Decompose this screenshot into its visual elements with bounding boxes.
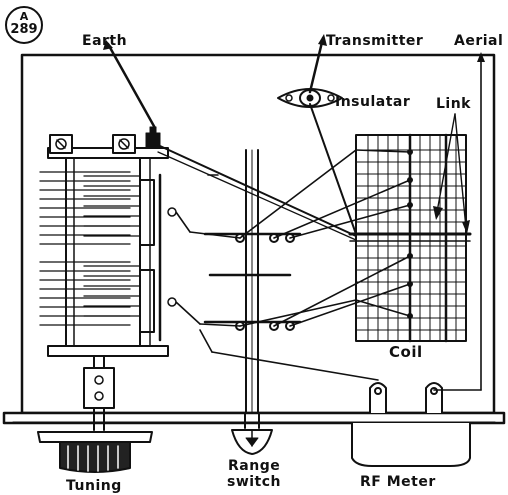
label-coil: Coil bbox=[389, 343, 423, 361]
wiring bbox=[103, 34, 485, 391]
label-aerial: Aerial bbox=[454, 33, 504, 49]
badge-number: 289 bbox=[10, 22, 38, 37]
badge-letter: A bbox=[19, 10, 29, 23]
tuning-knob bbox=[37, 431, 153, 473]
label-tuning: Tuning bbox=[66, 478, 122, 494]
range-switch bbox=[203, 149, 302, 455]
rf-meter bbox=[351, 422, 471, 467]
cabinet-frame bbox=[2, 53, 506, 425]
label-earth: Earth bbox=[82, 33, 128, 49]
output-terminals bbox=[369, 382, 443, 414]
label-transmitter: Transmitter bbox=[326, 33, 424, 49]
label-rf-meter: RF Meter bbox=[360, 474, 436, 490]
label-range: Range bbox=[228, 458, 281, 474]
tuning-capacitor bbox=[39, 126, 177, 431]
coil bbox=[348, 133, 472, 343]
label-insulator: Insulatar bbox=[335, 94, 411, 110]
label-link: Link bbox=[436, 96, 471, 112]
figure-number-badge: A 289 bbox=[5, 6, 43, 44]
label-switch: switch bbox=[226, 474, 282, 490]
